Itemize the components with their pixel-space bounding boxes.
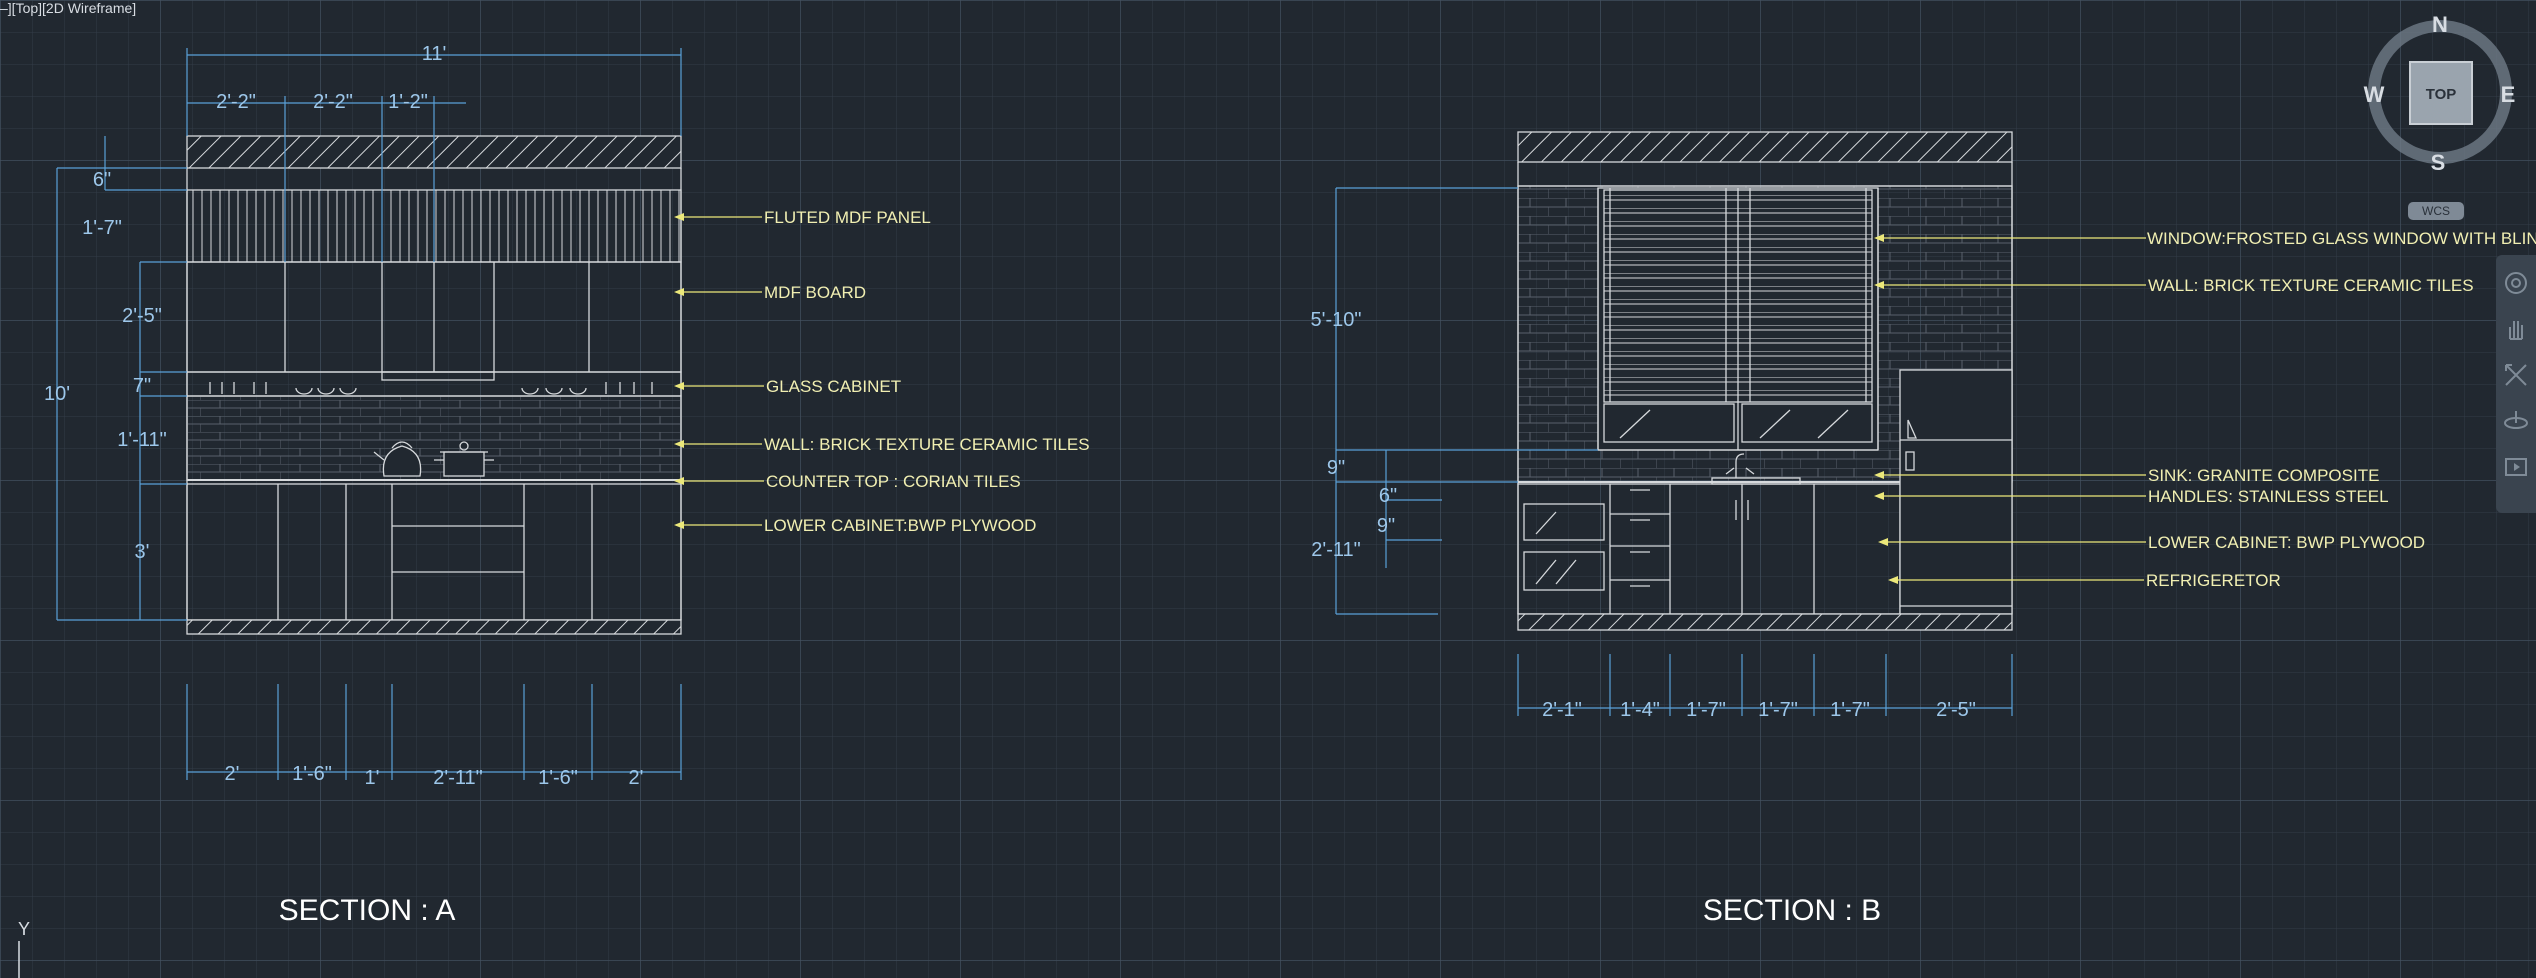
section-a-range-hood <box>381 371 495 381</box>
viewcube-face-label[interactable]: TOP <box>2426 86 2457 103</box>
section-b-annotations: WINDOW:FROSTED GLASS WINDOW WITH BLINDS … <box>2146 229 2536 590</box>
section-b-dim-left: 6" <box>1379 485 1397 507</box>
section-b-title: SECTION : B <box>1703 894 1881 927</box>
section-a-dim-left: 3' <box>135 541 150 563</box>
section-b-dim-left: 9" <box>1327 457 1345 479</box>
section-a-dim-overall-width: 11' <box>422 43 447 65</box>
section-b-label-refrigerator: REFRIGERETOR <box>2146 571 2281 590</box>
viewcube[interactable]: TOP N S E W <box>2360 10 2520 170</box>
section-a-label-brick-wall: WALL: BRICK TEXTURE CERAMIC TILES <box>764 435 1090 454</box>
cooking-pot-icon <box>434 441 494 477</box>
section-b-dim-left: 2'-11" <box>1311 539 1360 561</box>
section-a-title: SECTION : A <box>279 894 456 927</box>
section-a-dim-bottom: 1' <box>365 767 380 789</box>
compass-east[interactable]: E <box>2501 82 2516 107</box>
section-b-ceiling-slab <box>1517 131 2013 163</box>
section-a-label-counter-top: COUNTER TOP : CORIAN TILES <box>766 472 1021 491</box>
section-b-dimensions <box>1335 187 2013 716</box>
faucet-icon <box>1725 453 1755 478</box>
section-a-annotations: FLUTED MDF PANEL MDF BOARD GLASS CABINET… <box>764 208 1090 535</box>
compass-north[interactable]: N <box>2432 12 2448 37</box>
section-b-elevation <box>1517 131 2013 631</box>
orbit-icon[interactable] <box>2502 407 2530 435</box>
section-a-dim-left: 7" <box>133 375 151 397</box>
section-a-dim-top: 2'-2" <box>313 91 353 113</box>
section-b-dim-left: 5'-10" <box>1311 309 1362 331</box>
section-b-handles <box>1630 489 1749 587</box>
section-b-dim-bottom: 2'-5" <box>1936 699 1976 721</box>
section-a-label-lower-cabinet: LOWER CABINET:BWP PLYWOOD <box>764 516 1036 535</box>
ucs-icon <box>18 941 20 978</box>
section-a-dim-top: 1'-2" <box>388 91 428 113</box>
section-a-dim-left: 1'-7" <box>82 217 122 239</box>
compass-west[interactable]: W <box>2364 82 2385 107</box>
section-a-glass-items <box>209 382 653 395</box>
section-a-dim-left: 1'-11" <box>117 429 166 451</box>
section-a-label-fluted-panel: FLUTED MDF PANEL <box>764 208 931 227</box>
section-b-label-handles: HANDLES: STAINLESS STEEL <box>2148 487 2389 506</box>
section-b-dim-bottom: 1'-7" <box>1758 699 1798 721</box>
section-a-dim-left: 6" <box>93 169 111 191</box>
section-b-label-window: WINDOW:FROSTED GLASS WINDOW WITH BLINDS <box>2147 229 2536 248</box>
section-b-dimension-text: 5'-10" 9" 6" 9" 2'-11" 2'-1" 1'-4" 1'-7"… <box>1311 309 1976 721</box>
section-b-dim-left: 9" <box>1377 515 1395 537</box>
section-a-lower-cabinets <box>186 483 682 621</box>
section-a-dim-bottom: 2'-11" <box>433 767 482 789</box>
zoom-extents-icon[interactable] <box>2502 361 2530 389</box>
showmotion-icon[interactable] <box>2502 453 2530 481</box>
section-a-dim-overall-height: 10' <box>44 383 70 405</box>
navigation-bar <box>2496 255 2536 513</box>
section-a-dim-left: 2'-5" <box>122 305 162 327</box>
section-a-floor-slab <box>186 619 682 635</box>
section-b-floor-slab <box>1517 613 2013 631</box>
section-b-dim-bottom: 2'-1" <box>1542 699 1582 721</box>
section-a-glass-cabinet <box>186 371 682 397</box>
section-b-oven <box>1523 503 1605 591</box>
section-a-leaders <box>674 213 764 529</box>
section-b-label-sink: SINK: GRANITE COMPOSITE <box>2148 466 2379 485</box>
section-b-dim-bottom: 1'-7" <box>1830 699 1870 721</box>
section-a-dim-bottom: 1'-6" <box>538 767 578 789</box>
section-a-dimensions <box>56 48 682 780</box>
pan-hand-icon[interactable] <box>2502 315 2530 343</box>
steering-wheel-icon[interactable] <box>2502 269 2530 297</box>
section-a-dim-top: 2'-2" <box>216 91 256 113</box>
section-a-dim-bottom: 2' <box>225 763 240 785</box>
section-a-dim-bottom: 1'-6" <box>292 763 332 785</box>
viewcube-top-face[interactable] <box>2409 61 2473 125</box>
section-b-dim-bottom: 1'-7" <box>1686 699 1726 721</box>
viewport-controls-label[interactable]: –][Top][2D Wireframe] <box>0 0 137 16</box>
section-a-dim-bottom: 2' <box>629 767 644 789</box>
section-a-label-glass-cabinet: GLASS CABINET <box>766 377 901 396</box>
compass-south[interactable]: S <box>2431 150 2446 170</box>
section-a-label-mdf-board: MDF BOARD <box>764 283 866 302</box>
section-a-brick-wall <box>186 395 682 481</box>
section-b-label-lower-cabinet: LOWER CABINET: BWP PLYWOOD <box>2148 533 2425 552</box>
section-a-dimension-text: 11' 2'-2" 2'-2" 1'-2" 6" 1'-7" 2'-5" 7" … <box>44 43 644 789</box>
section-b-refrigerator <box>1899 369 2013 615</box>
section-b-leaders <box>1874 234 2146 584</box>
kettle-icon <box>373 441 422 477</box>
wcs-menu-button[interactable]: WCS <box>2408 202 2464 220</box>
section-b-label-brick-wall: WALL: BRICK TEXTURE CERAMIC TILES <box>2148 276 2474 295</box>
section-a-elevation <box>186 135 682 635</box>
ucs-y-axis-label: Y <box>18 919 31 939</box>
section-b-dim-bottom: 1'-4" <box>1620 699 1660 721</box>
section-b-window <box>1597 187 1879 451</box>
